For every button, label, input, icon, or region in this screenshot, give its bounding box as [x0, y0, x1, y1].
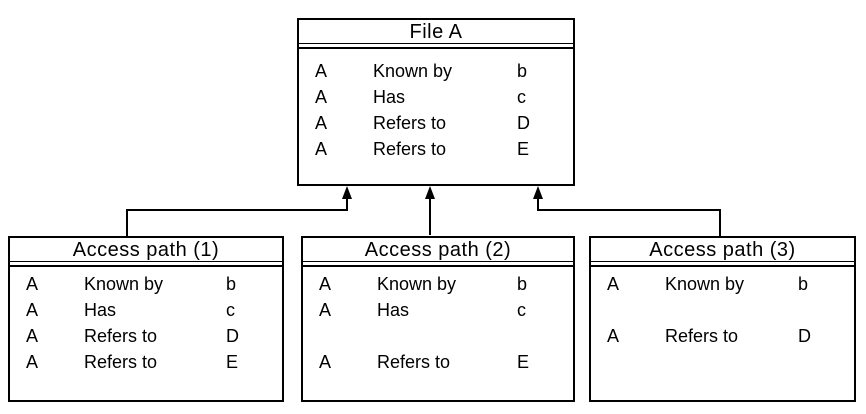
- row-object: c: [226, 300, 235, 320]
- row-subject: A: [26, 300, 39, 320]
- connector-arrow-access-path-2: [425, 186, 435, 235]
- row-subject: A: [315, 139, 328, 159]
- row-subject: A: [26, 274, 39, 294]
- relation-row: A Refers to E: [299, 136, 573, 162]
- row-relation: [377, 323, 517, 349]
- row-object: b: [798, 274, 809, 294]
- row-subject: A: [319, 274, 332, 294]
- relation-row: A Known by b: [299, 58, 573, 84]
- relation-row-empty: [591, 349, 854, 375]
- box-title: Access path (1): [10, 238, 282, 262]
- relation-row: A Refers to E: [303, 349, 573, 375]
- row-object: D: [517, 113, 530, 133]
- row-subject: A: [607, 326, 620, 346]
- row-relation: Refers to: [84, 352, 158, 372]
- row-relation: Known by: [373, 61, 453, 81]
- connector-arrow-access-path-1: [126, 186, 352, 237]
- access-path-3-box: Access path (3) A Known by b A Refers to…: [589, 236, 856, 402]
- row-relation: Refers to: [373, 139, 447, 159]
- box-body: A Known by b A Has c A Refers to D A Ref…: [299, 47, 573, 162]
- row-subject: A: [607, 274, 620, 294]
- access-path-2-box: Access path (2) A Known by b A Has c A R…: [301, 236, 575, 402]
- row-object: [798, 297, 854, 323]
- relation-row-empty: [591, 297, 854, 323]
- row-object: D: [798, 326, 811, 346]
- box-body: A Known by b A Has c A Refers to E: [303, 265, 573, 375]
- row-object: b: [226, 274, 237, 294]
- relation-row-empty: [303, 323, 573, 349]
- box-body: A Known by b A Has c A Refers to D A Ref…: [10, 265, 282, 375]
- row-relation: Known by: [377, 274, 457, 294]
- relation-row: A Has c: [303, 297, 573, 323]
- row-subject: A: [315, 61, 328, 81]
- box-title: File A: [299, 20, 573, 44]
- row-object: E: [517, 352, 530, 372]
- row-object: D: [226, 326, 239, 346]
- row-object: c: [517, 300, 526, 320]
- row-relation: [665, 297, 798, 323]
- relation-row: A Refers to E: [10, 349, 282, 375]
- row-object: E: [226, 352, 239, 372]
- row-relation: Refers to: [373, 113, 447, 133]
- row-object: E: [517, 139, 530, 159]
- row-relation: Known by: [665, 274, 745, 294]
- relation-row: A Has c: [299, 84, 573, 110]
- relation-row: A Refers to D: [591, 323, 854, 349]
- row-relation: Has: [377, 300, 410, 320]
- relation-row: A Known by b: [303, 271, 573, 297]
- row-subject: A: [319, 300, 332, 320]
- row-subject: A: [26, 352, 39, 372]
- row-object: [517, 323, 573, 349]
- row-object: b: [517, 61, 528, 81]
- row-relation: Refers to: [84, 326, 158, 346]
- access-path-1-box: Access path (1) A Known by b A Has c A R…: [8, 236, 284, 402]
- relation-row: A Refers to D: [299, 110, 573, 136]
- row-subject: [591, 297, 665, 323]
- row-relation: Has: [373, 87, 406, 107]
- row-subject: A: [319, 352, 332, 372]
- row-subject: [591, 349, 665, 375]
- connector-arrow-access-path-3: [533, 186, 721, 237]
- relation-row: A Known by b: [591, 271, 854, 297]
- row-relation: Has: [84, 300, 117, 320]
- relation-row: A Refers to D: [10, 323, 282, 349]
- box-title: Access path (2): [303, 238, 573, 262]
- box-title: Access path (3): [591, 238, 854, 262]
- row-relation: [665, 349, 798, 375]
- relation-row: A Has c: [10, 297, 282, 323]
- row-relation: Known by: [84, 274, 164, 294]
- row-subject: A: [315, 113, 328, 133]
- row-object: [798, 349, 854, 375]
- row-relation: Refers to: [665, 326, 739, 346]
- row-subject: A: [315, 87, 328, 107]
- row-subject: [303, 323, 377, 349]
- relation-row: A Known by b: [10, 271, 282, 297]
- row-subject: A: [26, 326, 39, 346]
- row-object: c: [517, 87, 526, 107]
- file-a-box: File A A Known by b A Has c A Refers to …: [297, 18, 575, 186]
- row-object: b: [517, 274, 528, 294]
- row-relation: Refers to: [377, 352, 451, 372]
- box-body: A Known by b A Refers to D: [591, 265, 854, 375]
